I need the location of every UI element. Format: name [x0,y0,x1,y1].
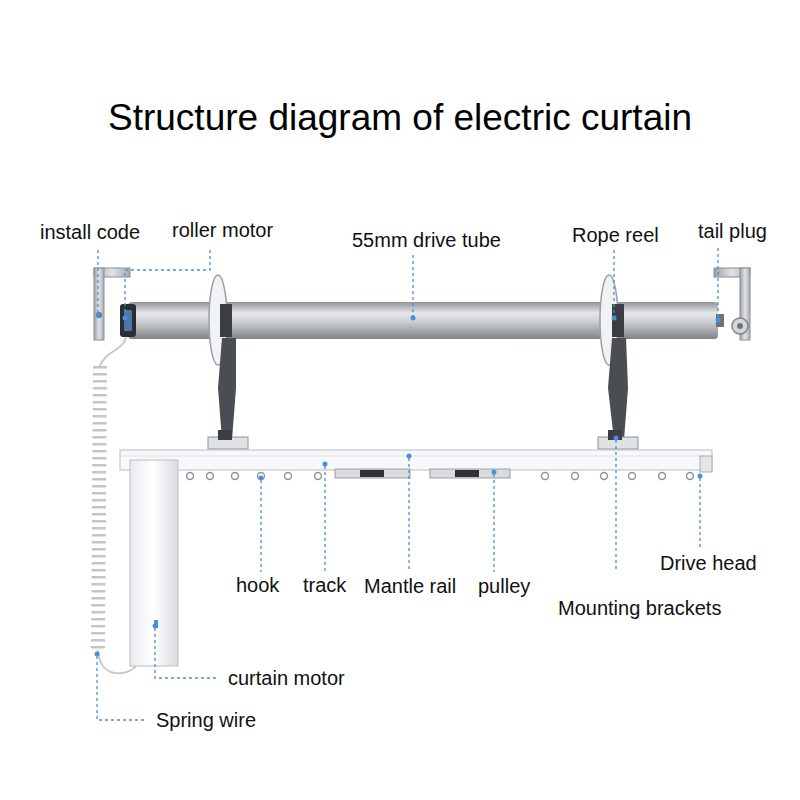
part-label: curtain motor [226,666,347,690]
spring-wire [98,337,136,673]
curtain-track [120,450,712,472]
mounting-bracket [208,430,248,449]
strap [608,338,628,440]
tail-plug [716,314,724,327]
part-label: Mantle rail [362,574,458,598]
part-label: 55mm drive tube [350,228,503,252]
diagram-title: Structure diagram of electric curtain [108,96,692,140]
part-label: track [301,573,348,597]
part-label: Mounting brackets [556,596,723,620]
part-label: hook [234,573,281,597]
part-label: roller motor [170,218,275,242]
pulley [430,469,510,478]
hooks [187,473,694,480]
part-label: Drive head [658,551,759,575]
pulley [335,469,410,478]
mounting-bracket [598,430,638,449]
leader-lines [97,248,718,720]
curtain-motor [130,460,178,666]
part-label: tail plug [696,219,769,243]
strap [218,338,236,440]
part-label: pulley [476,574,532,598]
part-label: Spring wire [154,708,258,732]
part-label: Rope reel [570,223,661,247]
part-label: install code [38,220,142,244]
pulley [455,470,479,477]
wall-bracket [714,268,750,340]
roller-motor-head [120,304,136,337]
pulley [360,470,384,477]
